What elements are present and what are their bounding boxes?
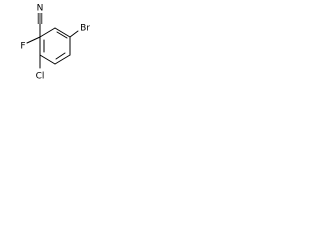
aromatic-inner-bond-1 — [56, 31, 68, 39]
bond-to-fluorine — [26, 36, 41, 44]
ring-bond-c5-c6 — [39, 54, 56, 65]
ring-bond-c1-c2 — [39, 27, 56, 38]
fluorine-label: F — [20, 42, 25, 52]
ring-bond-c4-c5 — [54, 54, 71, 65]
chlorine-label: Cl — [36, 72, 45, 82]
structure-canvas: N F Br Cl — [0, 0, 96, 100]
bond-to-bromine — [69, 30, 79, 38]
aromatic-inner-bond-2 — [55, 52, 66, 60]
ring-bond-c2-c3 — [54, 27, 71, 38]
molecule-diagram: N F Br Cl — [20, 4, 90, 82]
bromine-label: Br — [80, 24, 90, 34]
nitrogen-label: N — [37, 4, 44, 14]
